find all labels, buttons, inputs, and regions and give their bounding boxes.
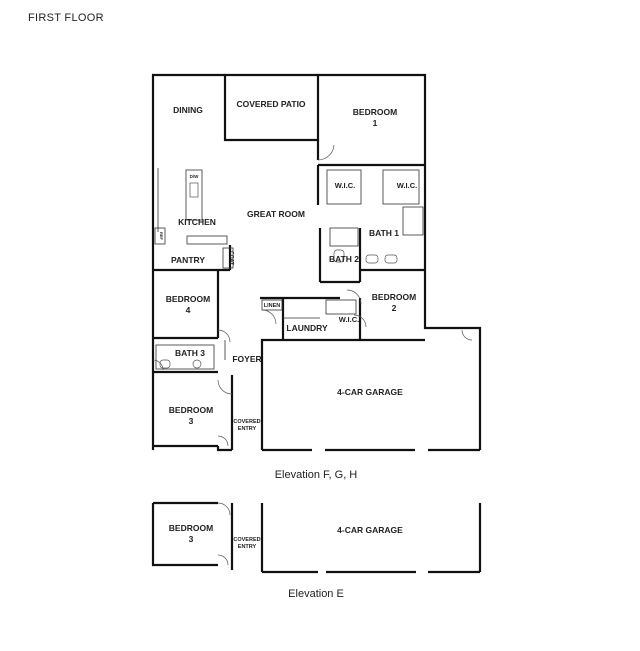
label-bedroom-2-number: 2 bbox=[392, 303, 397, 313]
label-bedroom-4: BEDROOM bbox=[166, 294, 210, 304]
label-covered-entry-line1: COVERED bbox=[233, 419, 260, 425]
label-ref: REF bbox=[159, 232, 164, 241]
alt-label-bedroom-3-number: 3 bbox=[189, 534, 194, 544]
label-great-room: GREAT ROOM bbox=[247, 209, 305, 219]
label-bath-2: BATH 2 bbox=[329, 254, 359, 264]
caption-elevation-fgh: Elevation F, G, H bbox=[275, 469, 358, 481]
label-dishwasher: D/W bbox=[190, 174, 200, 179]
main-plan-details bbox=[154, 168, 424, 370]
label-dining: DINING bbox=[173, 105, 203, 115]
label-bedroom-3: BEDROOM bbox=[169, 405, 213, 415]
label-wic-left: W.I.C. bbox=[335, 181, 355, 190]
alt-label-garage: 4-CAR GARAGE bbox=[337, 525, 403, 535]
label-linen: LINEN bbox=[264, 303, 281, 309]
caption-elevation-e: Elevation E bbox=[288, 588, 344, 600]
label-bedroom-3-number: 3 bbox=[189, 416, 194, 426]
label-laundry: LAUNDRY bbox=[286, 323, 328, 333]
label-kitchen: KITCHEN bbox=[178, 217, 216, 227]
door-swings bbox=[152, 144, 473, 447]
label-bedroom-2: BEDROOM bbox=[372, 292, 416, 302]
label-wic-bedroom-2: W.I.C. bbox=[339, 315, 359, 324]
label-covered-entry-line2: ENTRY bbox=[238, 426, 257, 432]
label-covered-patio: COVERED PATIO bbox=[236, 99, 305, 109]
label-coat: COAT bbox=[228, 251, 234, 265]
label-bedroom-4-number: 4 bbox=[186, 305, 191, 315]
label-pantry: PANTRY bbox=[171, 255, 205, 265]
alt-label-covered-entry-line2: ENTRY bbox=[238, 544, 257, 550]
label-wic-right: W.I.C. bbox=[397, 181, 417, 190]
alt-label-covered-entry-line1: COVERED bbox=[233, 537, 260, 543]
label-bedroom-1: BEDROOM bbox=[353, 107, 397, 117]
label-bath-3: BATH 3 bbox=[175, 348, 205, 358]
alt-plan-walls bbox=[151, 501, 482, 574]
label-bath-1: BATH 1 bbox=[369, 228, 399, 238]
alt-label-bedroom-3: BEDROOM bbox=[169, 523, 213, 533]
label-garage: 4-CAR GARAGE bbox=[337, 387, 403, 397]
label-bedroom-1-number: 1 bbox=[373, 118, 378, 128]
label-foyer: FOYER bbox=[232, 354, 261, 364]
page-title: FIRST FLOOR bbox=[28, 12, 104, 24]
main-plan-walls bbox=[151, 73, 482, 452]
